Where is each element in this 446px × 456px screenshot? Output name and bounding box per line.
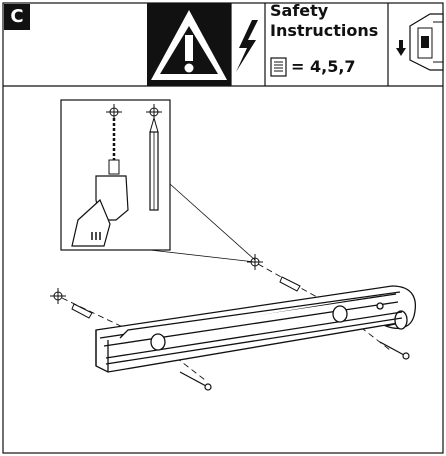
manual-page-reference: = 4,5,7 [291, 57, 356, 76]
screw [179, 341, 410, 391]
safety-instructions-heading: Safety Instructions [270, 1, 378, 41]
pencil-icon [146, 104, 162, 211]
warning-triangle-icon [147, 3, 231, 86]
wall-plug [71, 276, 301, 319]
step-badge [4, 4, 30, 30]
drill-mark-crosshair [50, 288, 66, 304]
circuit-breaker-off-icon [396, 13, 444, 71]
safety-line-1: Safety [270, 1, 329, 20]
manual-document-icon [270, 57, 287, 77]
safety-line-2: Instructions [270, 21, 379, 40]
step-label: C [10, 6, 24, 27]
wall-rail-bracket [95, 285, 416, 373]
power-drill-icon [71, 104, 129, 247]
drill-mark-crosshair [247, 254, 263, 270]
lightning-bolt-icon [230, 3, 258, 86]
